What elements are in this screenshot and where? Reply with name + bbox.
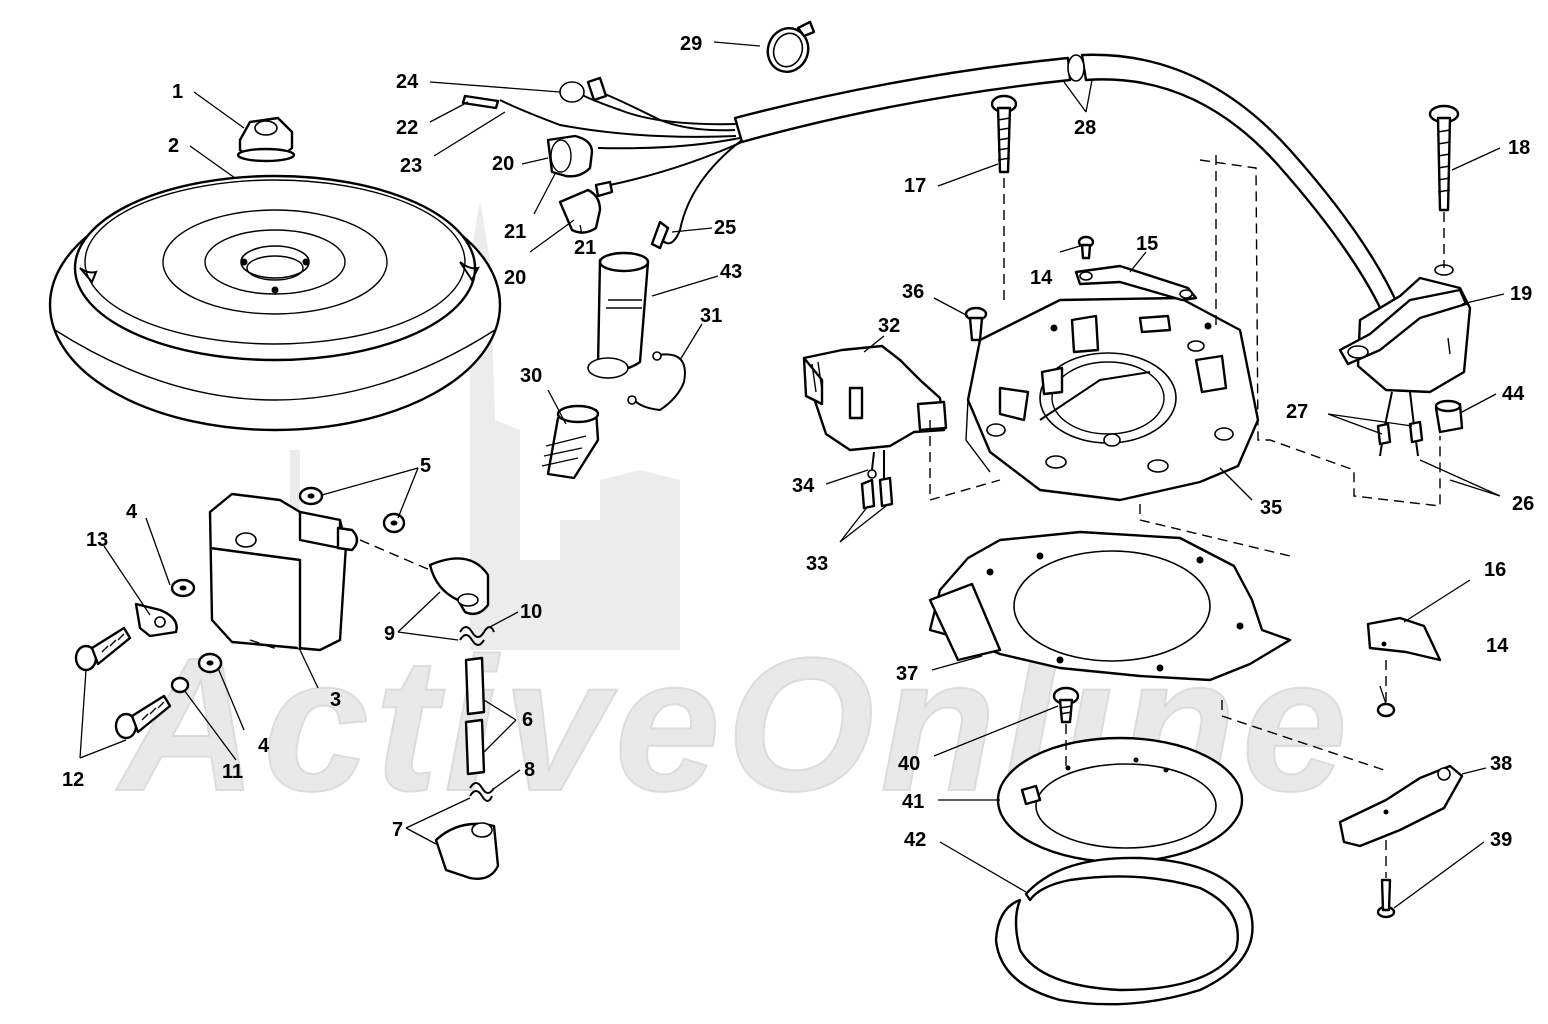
screw-36	[964, 306, 988, 342]
boot-7	[434, 822, 500, 880]
callout-17: 17	[904, 175, 926, 197]
screw-17	[990, 94, 1018, 174]
flywheel-nut	[236, 116, 296, 163]
spring-8	[469, 782, 495, 802]
washer-5-upper	[298, 486, 324, 506]
terminal-33-left	[860, 478, 876, 510]
spark-plug-boot-lower	[558, 180, 614, 234]
callout-37: 37	[896, 663, 918, 685]
lockwasher-11	[170, 676, 190, 694]
screw-14-lower	[1376, 702, 1396, 718]
callout-31: 31	[700, 305, 722, 327]
callout-3: 3	[330, 689, 341, 711]
callout-35: 35	[1260, 497, 1282, 519]
callout-20-upper: 20	[492, 153, 514, 175]
callout-32: 32	[878, 315, 900, 337]
bracket-15	[1074, 264, 1198, 302]
callout-11: 11	[222, 761, 243, 783]
support-ring-41	[996, 736, 1244, 864]
callout-12: 12	[62, 769, 84, 791]
callout-42: 42	[904, 829, 926, 851]
callout-20-lower: 20	[504, 267, 526, 289]
alignment-lines	[249, 155, 1445, 878]
magnet-38	[1338, 764, 1464, 848]
stator-plate	[965, 296, 1260, 502]
armature-plate	[928, 530, 1292, 682]
retaining-ring-42	[994, 856, 1254, 1006]
callout-14-lower: 14	[1486, 635, 1509, 657]
callout-40: 40	[898, 753, 920, 775]
watermark-church-silhouette	[290, 200, 680, 650]
washer-5-lower	[382, 512, 406, 534]
callout-36: 36	[902, 281, 924, 303]
wire-harness	[461, 53, 1402, 320]
callout-16: 16	[1484, 559, 1506, 581]
callout-43: 43	[720, 261, 742, 283]
callout-6: 6	[522, 709, 533, 731]
callout-19: 19	[1510, 283, 1532, 305]
ground-clip-13	[134, 602, 178, 638]
spark-plug-boot-upper	[546, 134, 594, 178]
callout-41: 41	[902, 791, 924, 813]
callout-28: 28	[1074, 117, 1096, 139]
callout-8: 8	[524, 759, 535, 781]
screw-12-lower	[114, 694, 172, 740]
screw-39	[1376, 878, 1396, 919]
sensor-lead-34	[867, 451, 877, 479]
callout-24: 24	[396, 71, 419, 93]
callout-5: 5	[420, 455, 431, 477]
callout-29: 29	[680, 33, 702, 55]
callout-25: 25	[714, 217, 736, 239]
screw-12-upper	[74, 626, 132, 672]
flywheel	[48, 174, 502, 432]
hose-clamp	[766, 20, 816, 73]
callout-4-lower: 4	[258, 735, 270, 757]
leader-lines	[79, 41, 1505, 909]
callout-22: 22	[396, 117, 418, 139]
sensor-coil	[802, 344, 948, 452]
coil-boot	[428, 557, 490, 616]
magnet-16	[1366, 616, 1442, 662]
callout-34: 34	[792, 475, 815, 497]
screw-18	[1428, 104, 1460, 212]
callout-10: 10	[520, 601, 542, 623]
washer-4-upper	[170, 578, 196, 598]
watermark-text: ActiveOnline	[116, 619, 1353, 831]
callout-21-right: 21	[574, 237, 596, 259]
watermark: ActiveOnline	[115, 200, 1353, 832]
screw-40	[1052, 686, 1080, 724]
callout-39: 39	[1490, 829, 1512, 851]
callout-33: 33	[806, 553, 828, 575]
terminal-sleeve	[587, 251, 650, 379]
tube-6-lower	[464, 718, 486, 776]
washer-4-lower	[197, 652, 223, 674]
callout-27: 27	[1286, 401, 1308, 423]
power-pack	[1338, 264, 1472, 394]
callout-1: 1	[172, 81, 183, 103]
callout-13: 13	[86, 529, 108, 551]
callout-7: 7	[392, 819, 403, 841]
callout-18: 18	[1508, 137, 1530, 159]
callout-23: 23	[400, 155, 422, 177]
callout-15: 15	[1136, 233, 1158, 255]
callout-44: 44	[1502, 383, 1525, 405]
callout-38: 38	[1490, 753, 1512, 775]
callout-30: 30	[520, 365, 542, 387]
callout-labels: 1 2 3 4 4 5 6 7 8 9 10 11 12 13 14 14 15…	[62, 33, 1534, 851]
screw-14-upper	[1077, 235, 1095, 260]
callout-14-upper: 14	[1030, 267, 1053, 289]
leads-26-27	[1376, 391, 1424, 457]
callout-4-upper: 4	[126, 501, 138, 523]
callout-26: 26	[1512, 493, 1534, 515]
callout-21-left: 21	[504, 221, 526, 243]
callout-9: 9	[384, 623, 395, 645]
terminal-33-right	[878, 450, 894, 508]
spark-plug-cap	[541, 404, 600, 480]
callout-2: 2	[168, 135, 179, 157]
grommet-44	[1434, 399, 1464, 434]
ignition-coil	[208, 492, 359, 652]
tube-6-upper	[464, 656, 486, 716]
